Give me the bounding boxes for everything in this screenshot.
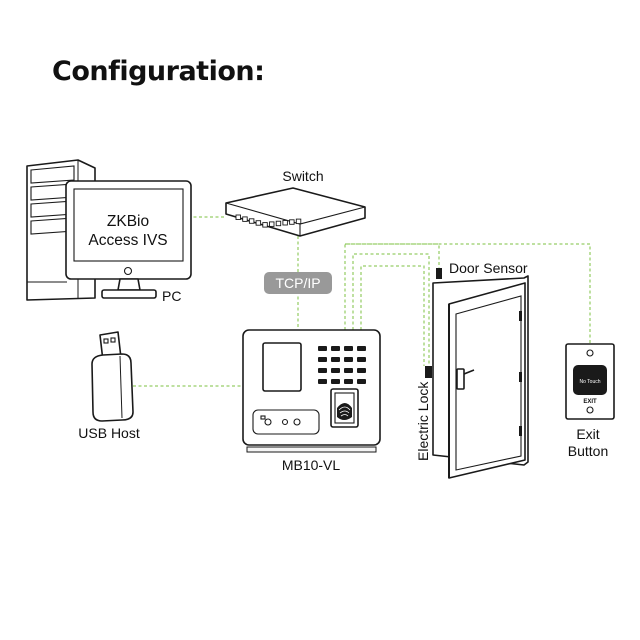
keypad-key: [331, 379, 340, 384]
keypad-key: [318, 357, 327, 362]
exit-button-link: [345, 243, 591, 344]
switch-port: [255, 220, 262, 226]
exit-button-device: No Touch EXIT: [565, 343, 615, 420]
door-sensor-link: [344, 243, 440, 330]
door-handle-icon: [456, 368, 475, 390]
keypad-key: [344, 346, 353, 351]
exit-label-line2: Button: [568, 443, 608, 459]
switch-port: [275, 220, 282, 227]
door-sensor-label: Door Sensor: [449, 260, 528, 276]
electric-lock-device: [425, 366, 432, 378]
exit-button-plate-text: EXIT: [583, 399, 597, 405]
keypad-key: [331, 357, 340, 362]
mb10-vl-terminal: [242, 329, 381, 453]
page-title: Configuration:: [52, 56, 265, 87]
switch-port: [282, 220, 288, 226]
usb-stick: [91, 331, 134, 422]
fingerprint-sensor-icon: [330, 388, 359, 428]
keypad-key: [344, 357, 353, 362]
keypad-key: [344, 379, 353, 384]
keypad-key: [318, 346, 327, 351]
lock-link-inner: [360, 265, 425, 366]
pc-screen-line2: Access IVS: [88, 232, 167, 249]
keypad-key: [344, 368, 353, 373]
pc-monitor: [65, 180, 192, 299]
tcp-ip-badge: [264, 272, 332, 294]
keypad-key: [318, 379, 327, 384]
keypad-key: [318, 368, 327, 373]
switch-port: [242, 216, 248, 222]
switch-label: Switch: [282, 168, 323, 184]
switch-port: [289, 219, 295, 225]
keypad-key: [357, 346, 366, 351]
pc-screen-line1: ZKBio: [107, 213, 149, 230]
keypad-key: [331, 346, 340, 351]
door-sensor-device: [436, 268, 442, 279]
pc-label: PC: [162, 288, 181, 304]
exit-button-face: [573, 365, 607, 395]
terminal-label: MB10-VL: [282, 457, 341, 473]
network-switch: [225, 187, 366, 237]
keypad-key: [357, 368, 366, 373]
keypad-key: [331, 368, 340, 373]
switch-port: [269, 221, 275, 227]
switch-port: [235, 214, 241, 220]
tcp-ip-label: TCP/IP: [275, 275, 320, 291]
door: [432, 275, 529, 479]
exit-label-line1: Exit: [576, 426, 599, 442]
switch-port: [295, 218, 302, 225]
electric-lock-label: Electric Lock: [415, 381, 431, 461]
switch-port: [248, 218, 255, 224]
terminal-keypad: [318, 346, 366, 384]
usb-host-label: USB Host: [78, 425, 140, 441]
exit-button-face-text: No Touch: [579, 379, 600, 385]
switch-port: [262, 222, 268, 228]
keypad-key: [357, 357, 366, 362]
terminal-screen: [262, 342, 302, 392]
keypad-key: [357, 379, 366, 384]
